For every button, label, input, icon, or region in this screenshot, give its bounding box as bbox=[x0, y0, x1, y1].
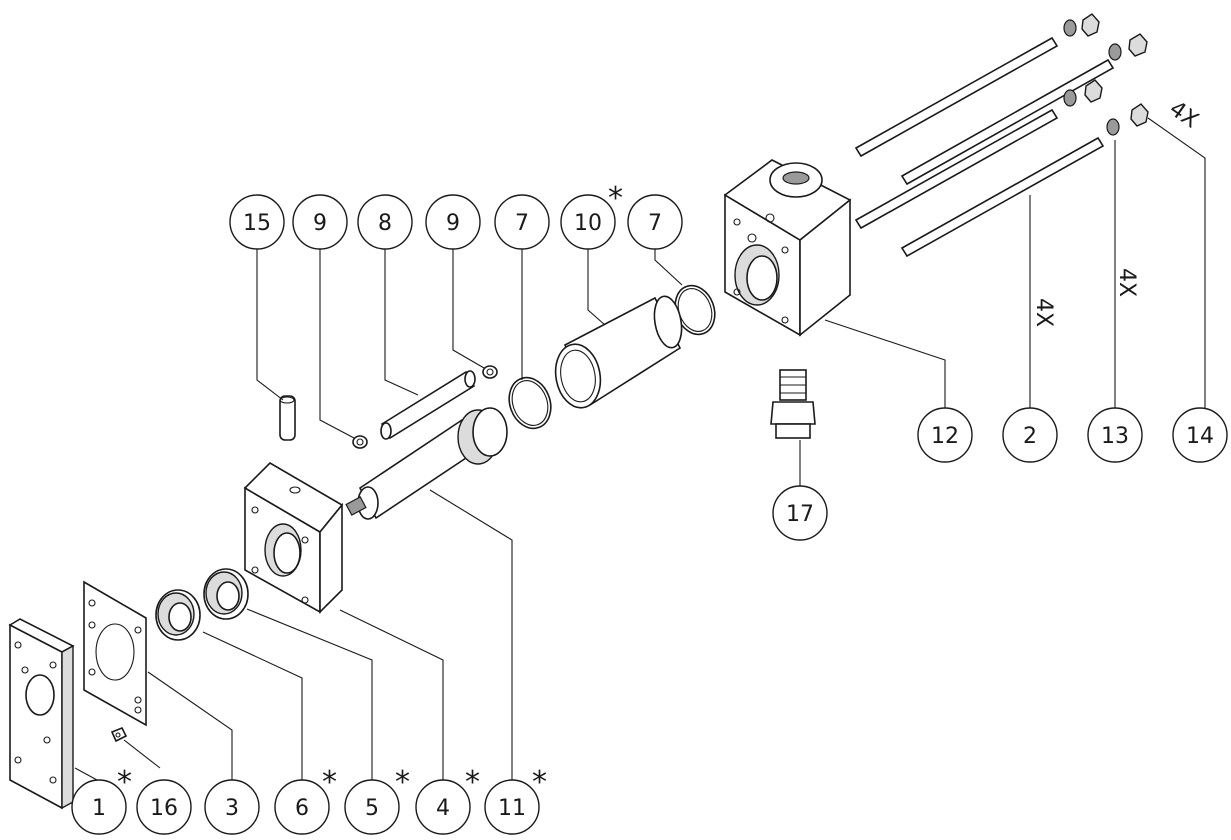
svg-text:17: 17 bbox=[786, 502, 814, 527]
spare-part-marks: * * * * * * bbox=[117, 181, 623, 800]
balloon-1: 1 bbox=[71, 779, 127, 835]
svg-text:5: 5 bbox=[365, 796, 379, 821]
svg-text:13: 13 bbox=[1101, 424, 1129, 449]
asterisk-4: * bbox=[465, 765, 480, 800]
leader-lines bbox=[74, 117, 1206, 785]
part-15-pin bbox=[279, 395, 296, 441]
part-1-end-plate bbox=[8, 618, 75, 810]
svg-text:8: 8 bbox=[378, 211, 392, 236]
part-12-rear-block bbox=[723, 159, 852, 337]
part-5-seal bbox=[203, 568, 249, 620]
asterisk-11: * bbox=[532, 765, 547, 800]
balloon-16: 16 bbox=[136, 779, 192, 835]
balloon-7-right: 7 bbox=[627, 194, 683, 250]
svg-text:15: 15 bbox=[243, 211, 271, 236]
svg-text:3: 3 bbox=[225, 796, 239, 821]
part-9-clip-right bbox=[482, 365, 498, 379]
balloon-2: 2 bbox=[1002, 407, 1058, 463]
balloon-7-left: 7 bbox=[494, 194, 550, 250]
part-10-barrel bbox=[554, 295, 683, 409]
part-11-piston-rod bbox=[345, 407, 508, 520]
part-4-front-block bbox=[243, 461, 344, 614]
balloon-13: 13 bbox=[1087, 407, 1143, 463]
svg-text:9: 9 bbox=[313, 211, 327, 236]
svg-text:11: 11 bbox=[498, 796, 526, 821]
qty-note-nuts: 4X bbox=[1165, 96, 1203, 133]
balloon-11: 11 bbox=[484, 779, 540, 835]
part-2-tie-rods bbox=[854, 36, 1115, 258]
svg-text:4: 4 bbox=[436, 796, 450, 821]
balloon-15: 15 bbox=[229, 194, 285, 250]
svg-text:10: 10 bbox=[574, 211, 602, 236]
part-3-gasket bbox=[83, 580, 147, 727]
svg-text:7: 7 bbox=[515, 211, 529, 236]
svg-text:9: 9 bbox=[446, 211, 460, 236]
asterisk-5: * bbox=[395, 765, 410, 800]
svg-text:14: 14 bbox=[1186, 424, 1214, 449]
balloon-5: 5 bbox=[344, 779, 400, 835]
balloon-3: 3 bbox=[204, 779, 260, 835]
balloon-9-right: 9 bbox=[425, 194, 481, 250]
balloon-4: 4 bbox=[415, 779, 471, 835]
balloon-10: 10 bbox=[560, 194, 616, 250]
asterisk-6: * bbox=[322, 765, 337, 800]
svg-text:6: 6 bbox=[295, 796, 309, 821]
part-14-nuts bbox=[1081, 13, 1149, 127]
balloon-9-left: 9 bbox=[292, 194, 348, 250]
part-13-washers bbox=[1063, 19, 1122, 136]
svg-text:2: 2 bbox=[1023, 424, 1037, 449]
qty-note-washers: 4X bbox=[1114, 268, 1139, 297]
balloon-14: 14 bbox=[1172, 407, 1228, 463]
part-17-fitting bbox=[770, 369, 816, 439]
balloon-17: 17 bbox=[772, 485, 828, 541]
part-7-o-ring-left bbox=[508, 376, 552, 430]
balloon-12: 12 bbox=[917, 407, 973, 463]
part-9-clip-left bbox=[352, 435, 368, 449]
part-8-shaft bbox=[380, 370, 476, 440]
qty-note-tie-rods: 4X bbox=[1031, 298, 1056, 327]
part-16-fitting bbox=[110, 726, 128, 743]
svg-text:16: 16 bbox=[150, 796, 178, 821]
svg-text:1: 1 bbox=[92, 796, 106, 821]
svg-text:7: 7 bbox=[648, 211, 662, 236]
svg-text:12: 12 bbox=[931, 424, 959, 449]
balloon-6: 6 bbox=[274, 779, 330, 835]
part-6-seal bbox=[155, 589, 201, 641]
asterisk-10: * bbox=[608, 181, 623, 216]
balloon-8: 8 bbox=[357, 194, 413, 250]
